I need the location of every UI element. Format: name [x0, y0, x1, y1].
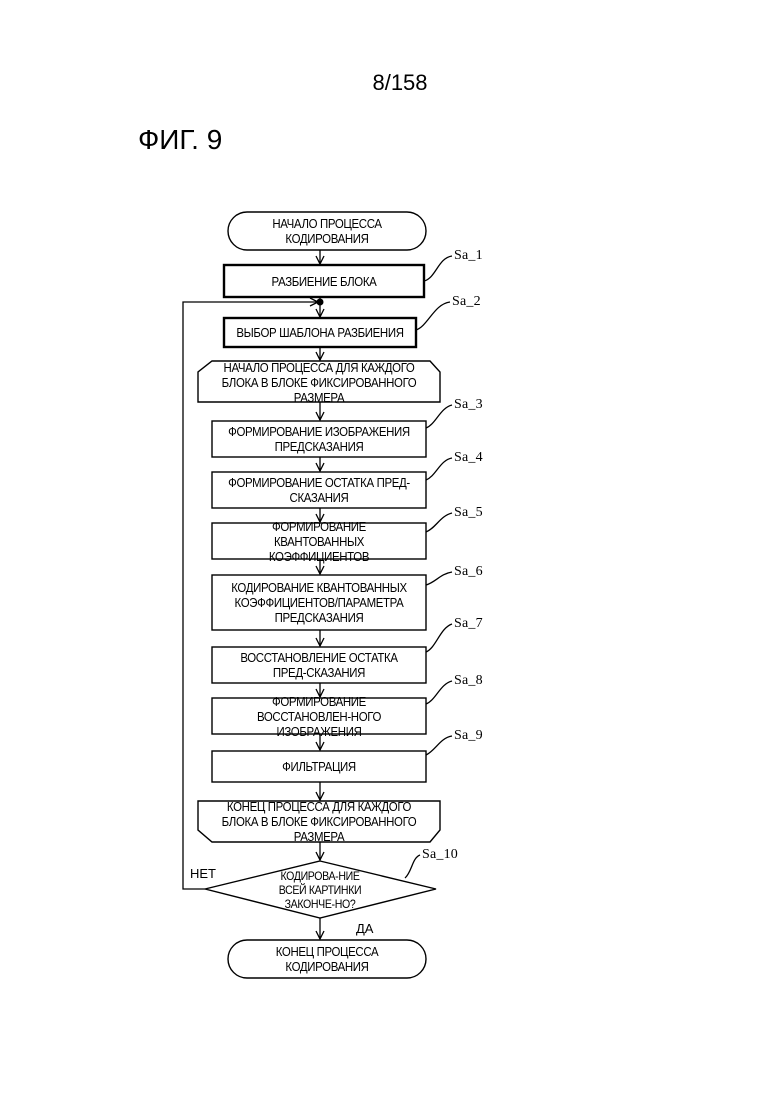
step-label-sa1: Sa_1	[454, 248, 483, 264]
yes-branch-label: ДА	[356, 921, 373, 936]
step-label-sa3: Sa_3	[454, 397, 483, 413]
end-label: КОНЕЦ ПРОЦЕССА КОДИРОВАНИЯ	[257, 941, 396, 977]
no-branch-label: НЕТ	[190, 866, 216, 881]
pred-image-label: ФОРМИРОВАНИЕ ИЗОБРАЖЕНИЯ ПРЕДСКАЗАНИЯ	[227, 422, 412, 456]
encode-coeffs-label: КОДИРОВАНИЕ КВАНТОВАННЫХ КОЭФФИЦИЕНТОВ/П…	[227, 576, 412, 629]
restored-image-label: ФОРМИРОВАНИЕ ВОССТАНОВЛЕН-НОГО ИЗОБРАЖЕН…	[227, 699, 412, 733]
select-pattern-label: ВЫБОР ШАБЛОНА РАЗБИЕНИЯ	[232, 319, 408, 346]
step-label-sa2: Sa_2	[452, 294, 481, 310]
step-label-sa10: Sa_10	[422, 847, 458, 863]
block-split-label: РАЗБИЕНИЕ БЛОКА	[238, 267, 410, 295]
start-label: НАЧАЛО ПРОЦЕССА КОДИРОВАНИЯ	[257, 213, 396, 249]
loop-end-label: КОНЕЦ ПРОЦЕССА ДЛЯ КАЖДОГО БЛОКА В БЛОКЕ…	[214, 802, 423, 841]
step-label-sa7: Sa_7	[454, 616, 483, 632]
pred-residual-label: ФОРМИРОВАНИЕ ОСТАТКА ПРЕД-СКАЗАНИЯ	[227, 473, 412, 507]
step-label-sa5: Sa_5	[454, 505, 483, 521]
step-label-sa8: Sa_8	[454, 673, 483, 689]
filtering-label: ФИЛЬТРАЦИЯ	[227, 752, 412, 781]
restore-residual-label: ВОССТАНОВЛЕНИЕ ОСТАТКА ПРЕД-СКАЗАНИЯ	[227, 648, 412, 682]
junction-dot	[317, 299, 324, 306]
step-label-sa9: Sa_9	[454, 728, 483, 744]
quant-coeffs-label: ФОРМИРОВАНИЕ КВАНТОВАННЫХ КОЭФФИЦИЕНТОВ	[227, 524, 412, 558]
step-label-sa4: Sa_4	[454, 450, 483, 466]
decision-label: КОДИРОВА-НИЕ ВСЕЙ КАРТИНКИ ЗАКОНЧЕ-НО?	[265, 862, 374, 918]
step-label-sa6: Sa_6	[454, 564, 483, 580]
loop-start-label: НАЧАЛО ПРОЦЕССА ДЛЯ КАЖДОГО БЛОКА В БЛОК…	[216, 362, 422, 402]
